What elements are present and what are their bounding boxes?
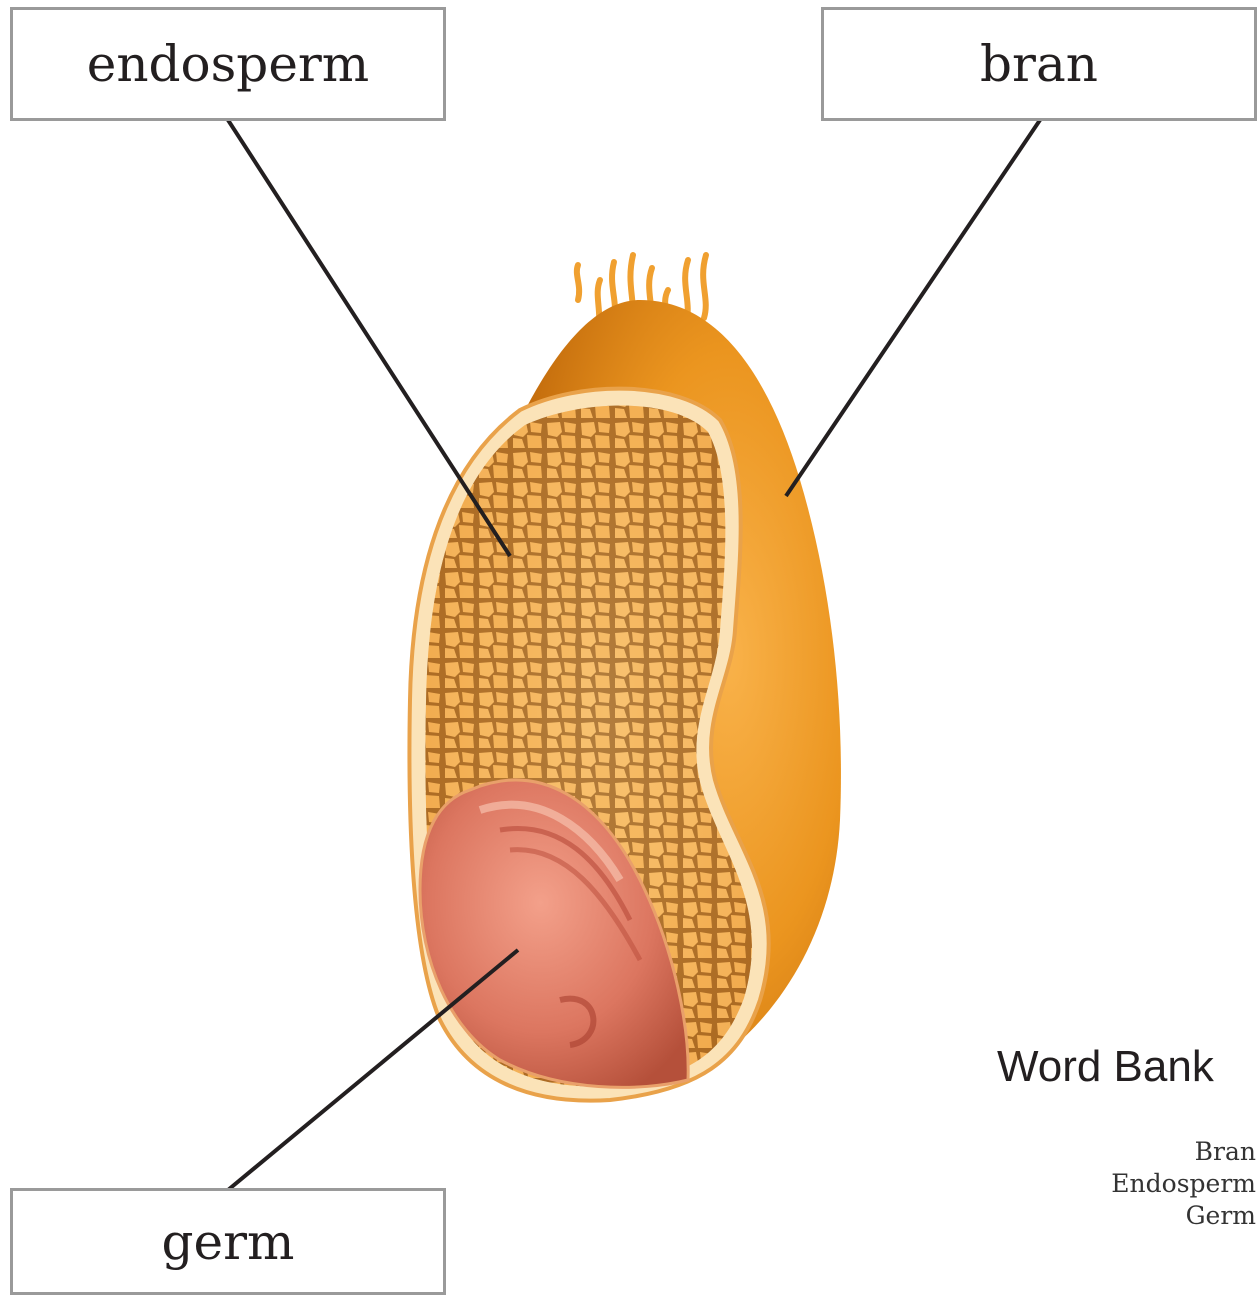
endosperm-leader-line: [228, 120, 510, 556]
word-bank-item: Bran: [1111, 1136, 1256, 1168]
label-germ: germ: [162, 1217, 295, 1267]
label-bran: bran: [980, 39, 1098, 89]
word-bank-item: Germ: [1111, 1200, 1256, 1232]
word-bank-list: Bran Endosperm Germ: [1111, 1136, 1256, 1232]
label-box-bran: bran: [821, 7, 1257, 121]
word-bank-title: Word Bank: [997, 1042, 1214, 1092]
germ-leader-line: [228, 950, 518, 1190]
label-box-endosperm: endosperm: [10, 7, 446, 121]
word-bank-item: Endosperm: [1111, 1168, 1256, 1200]
label-box-germ: germ: [10, 1188, 446, 1295]
label-endosperm: endosperm: [87, 39, 369, 89]
bran-leader-line: [786, 120, 1040, 496]
